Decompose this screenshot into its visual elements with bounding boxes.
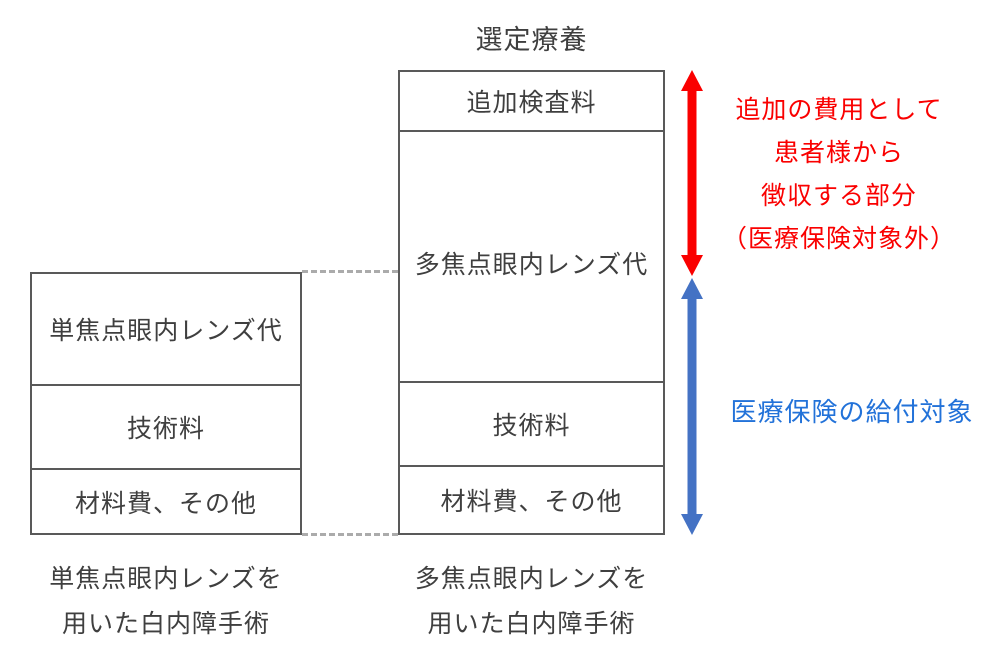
out-of-insurance-note: 追加の費用として 患者様から 徴収する部分 （医療保険対象外） [699,88,979,260]
multifocal-tech-fee-label: 技術料 [492,411,571,440]
additional-exam-fee-section: 追加検査料 [400,72,663,130]
monofocal-material-section: 材料費、その他 [32,468,300,533]
multifocal-material-section: 材料費、その他 [400,465,663,533]
multifocal-lens-section: 多焦点眼内レンズ代 [400,130,663,381]
multifocal-tech-fee-section: 技術料 [400,381,663,465]
multifocal-box: 追加検査料 多焦点眼内レンズ代 技術料 材料費、その他 [398,70,665,535]
additional-exam-fee-label: 追加検査料 [466,88,597,117]
top-dashed-connector [302,270,398,273]
monofocal-caption-line: 単焦点眼内レンズを [49,564,283,593]
out-of-insurance-note-line: 追加の費用として [735,95,943,124]
monofocal-lens-label: 単焦点眼内レンズ代 [49,316,283,345]
blue-double-arrow-icon [681,278,703,535]
bottom-dashed-connector [302,533,398,536]
multifocal-lens-label: 多焦点眼内レンズ代 [414,250,649,279]
monofocal-lens-section: 単焦点眼内レンズ代 [32,274,300,384]
monofocal-tech-fee-section: 技術料 [32,384,300,468]
monofocal-tech-fee-label: 技術料 [126,414,205,443]
monofocal-caption-line: 用いた白内障手術 [61,609,270,638]
insurance-covered-note: 医療保険の給付対象 [730,398,974,428]
multifocal-material-label: 材料費、その他 [440,487,623,516]
diagram-title: 選定療養 [475,25,588,56]
out-of-insurance-note-line: （医療保険対象外） [721,224,956,253]
blue-double-arrow-shape [681,278,703,535]
monofocal-caption: 単焦点眼内レンズを 用いた白内障手術 [22,556,310,646]
red-double-arrow-shape [681,70,703,276]
out-of-insurance-note-line: 患者様から [773,138,904,167]
multifocal-caption: 多焦点眼内レンズを 用いた白内障手術 [390,556,673,646]
multifocal-caption-line: 多焦点眼内レンズを [414,564,649,593]
monofocal-box: 単焦点眼内レンズ代 技術料 材料費、その他 [30,272,302,535]
red-double-arrow-icon [681,70,703,276]
monofocal-material-label: 材料費、その他 [74,488,257,518]
out-of-insurance-note-line: 徴収する部分 [760,181,917,210]
multifocal-caption-line: 用いた白内障手術 [427,609,636,638]
